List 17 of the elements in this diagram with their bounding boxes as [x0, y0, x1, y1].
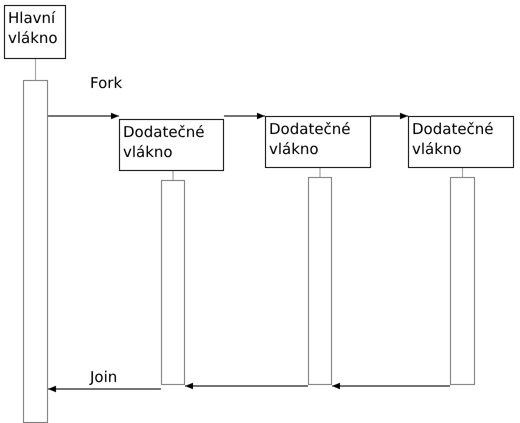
- lifeline: [462, 168, 463, 178]
- arrow: [48, 386, 162, 392]
- activation-bar: [23, 80, 48, 423]
- arrow: [370, 112, 408, 120]
- arrow: [48, 112, 120, 120]
- activation-bar: [450, 177, 475, 385]
- lifeline: [35, 58, 36, 80]
- activation-bar: [161, 180, 185, 385]
- thread-box: Dodatečné vlákno: [408, 116, 514, 168]
- thread-box: Hlavní vlákno: [4, 5, 66, 59]
- thread-box: Dodatečné vlákno: [265, 116, 371, 168]
- arrow: [184, 382, 308, 390]
- arrow: [224, 112, 266, 120]
- thread-box: Dodatečné vlákno: [119, 119, 224, 171]
- arrow: [332, 382, 450, 390]
- activation-bar: [308, 177, 332, 385]
- lifeline: [172, 170, 174, 180]
